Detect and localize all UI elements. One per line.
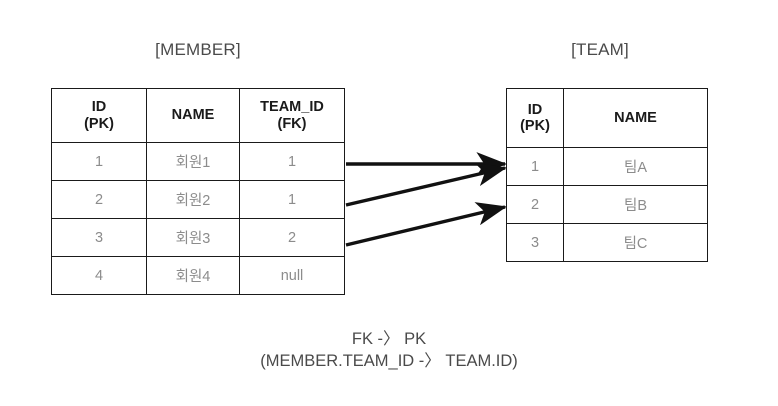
member-cell-name: 회원1 xyxy=(146,142,240,181)
member-cell-id: 1 xyxy=(51,142,147,181)
member-col-name: NAME xyxy=(146,88,240,143)
member-col-id-key: (PK) xyxy=(84,115,114,132)
team-cell-id: 2 xyxy=(506,185,564,224)
team-col-id-key: (PK) xyxy=(520,118,550,134)
member-cell-id: 2 xyxy=(51,180,147,219)
team-col-id: ID (PK) xyxy=(506,88,564,148)
team-header-row: ID (PK) NAME xyxy=(506,88,708,148)
table-row: 3 팀C xyxy=(506,223,708,262)
member-cell-name: 회원3 xyxy=(146,218,240,257)
team-col-name-name: NAME xyxy=(614,109,657,126)
team-cell-name: 팀C xyxy=(563,223,708,262)
member-cell-id: 3 xyxy=(51,218,147,257)
member-cell-name: 회원2 xyxy=(146,180,240,219)
member-col-id-name: ID xyxy=(91,99,107,116)
team-table-title: [TEAM] xyxy=(571,40,629,59)
team-cell-id: 3 xyxy=(506,223,564,262)
member-header-row: ID (PK) NAME TEAM_ID (FK) xyxy=(51,88,345,143)
caption-fk-detail: (MEMBER.TEAM_ID -〉 TEAM.ID) xyxy=(260,352,518,370)
member-col-team-id-name: TEAM_ID xyxy=(260,99,324,116)
team-cell-name: 팀A xyxy=(563,147,708,186)
relation-arrow-member3-to-team2 xyxy=(345,202,507,247)
table-row: 2 회원2 1 xyxy=(51,180,345,219)
team-cell-name: 팀B xyxy=(563,185,708,224)
member-cell-team-id: 1 xyxy=(239,180,345,219)
table-row: 1 팀A xyxy=(506,147,708,186)
caption-fk-to-pk: FK -〉 PK xyxy=(351,330,427,348)
table-row: 2 팀B xyxy=(506,185,708,224)
team-col-id-name: ID xyxy=(527,101,543,118)
member-cell-team-id: 2 xyxy=(239,218,345,257)
member-cell-name: 회원4 xyxy=(146,256,240,295)
team-table: ID (PK) NAME 1 팀A 2 팀B 3 팀C xyxy=(506,88,708,262)
member-col-team-id-key: (FK) xyxy=(277,115,307,132)
member-table: ID (PK) NAME TEAM_ID (FK) 1 회원1 1 2 회 xyxy=(51,88,345,295)
member-table-title: [MEMBER] xyxy=(155,40,241,59)
member-cell-id: 4 xyxy=(51,256,147,295)
member-col-name-name: NAME xyxy=(171,107,215,124)
table-row: 1 회원1 1 xyxy=(51,142,345,181)
relation-arrow-member2-to-team1 xyxy=(345,162,507,207)
table-row: 3 회원3 2 xyxy=(51,218,345,257)
table-row: 4 회원4 null xyxy=(51,256,345,295)
member-cell-team-id: null xyxy=(239,256,345,295)
member-col-id: ID (PK) xyxy=(51,88,147,143)
member-col-team-id: TEAM_ID (FK) xyxy=(239,88,345,143)
team-col-name: NAME xyxy=(563,88,708,148)
team-cell-id: 1 xyxy=(506,147,564,186)
member-cell-team-id: 1 xyxy=(239,142,345,181)
